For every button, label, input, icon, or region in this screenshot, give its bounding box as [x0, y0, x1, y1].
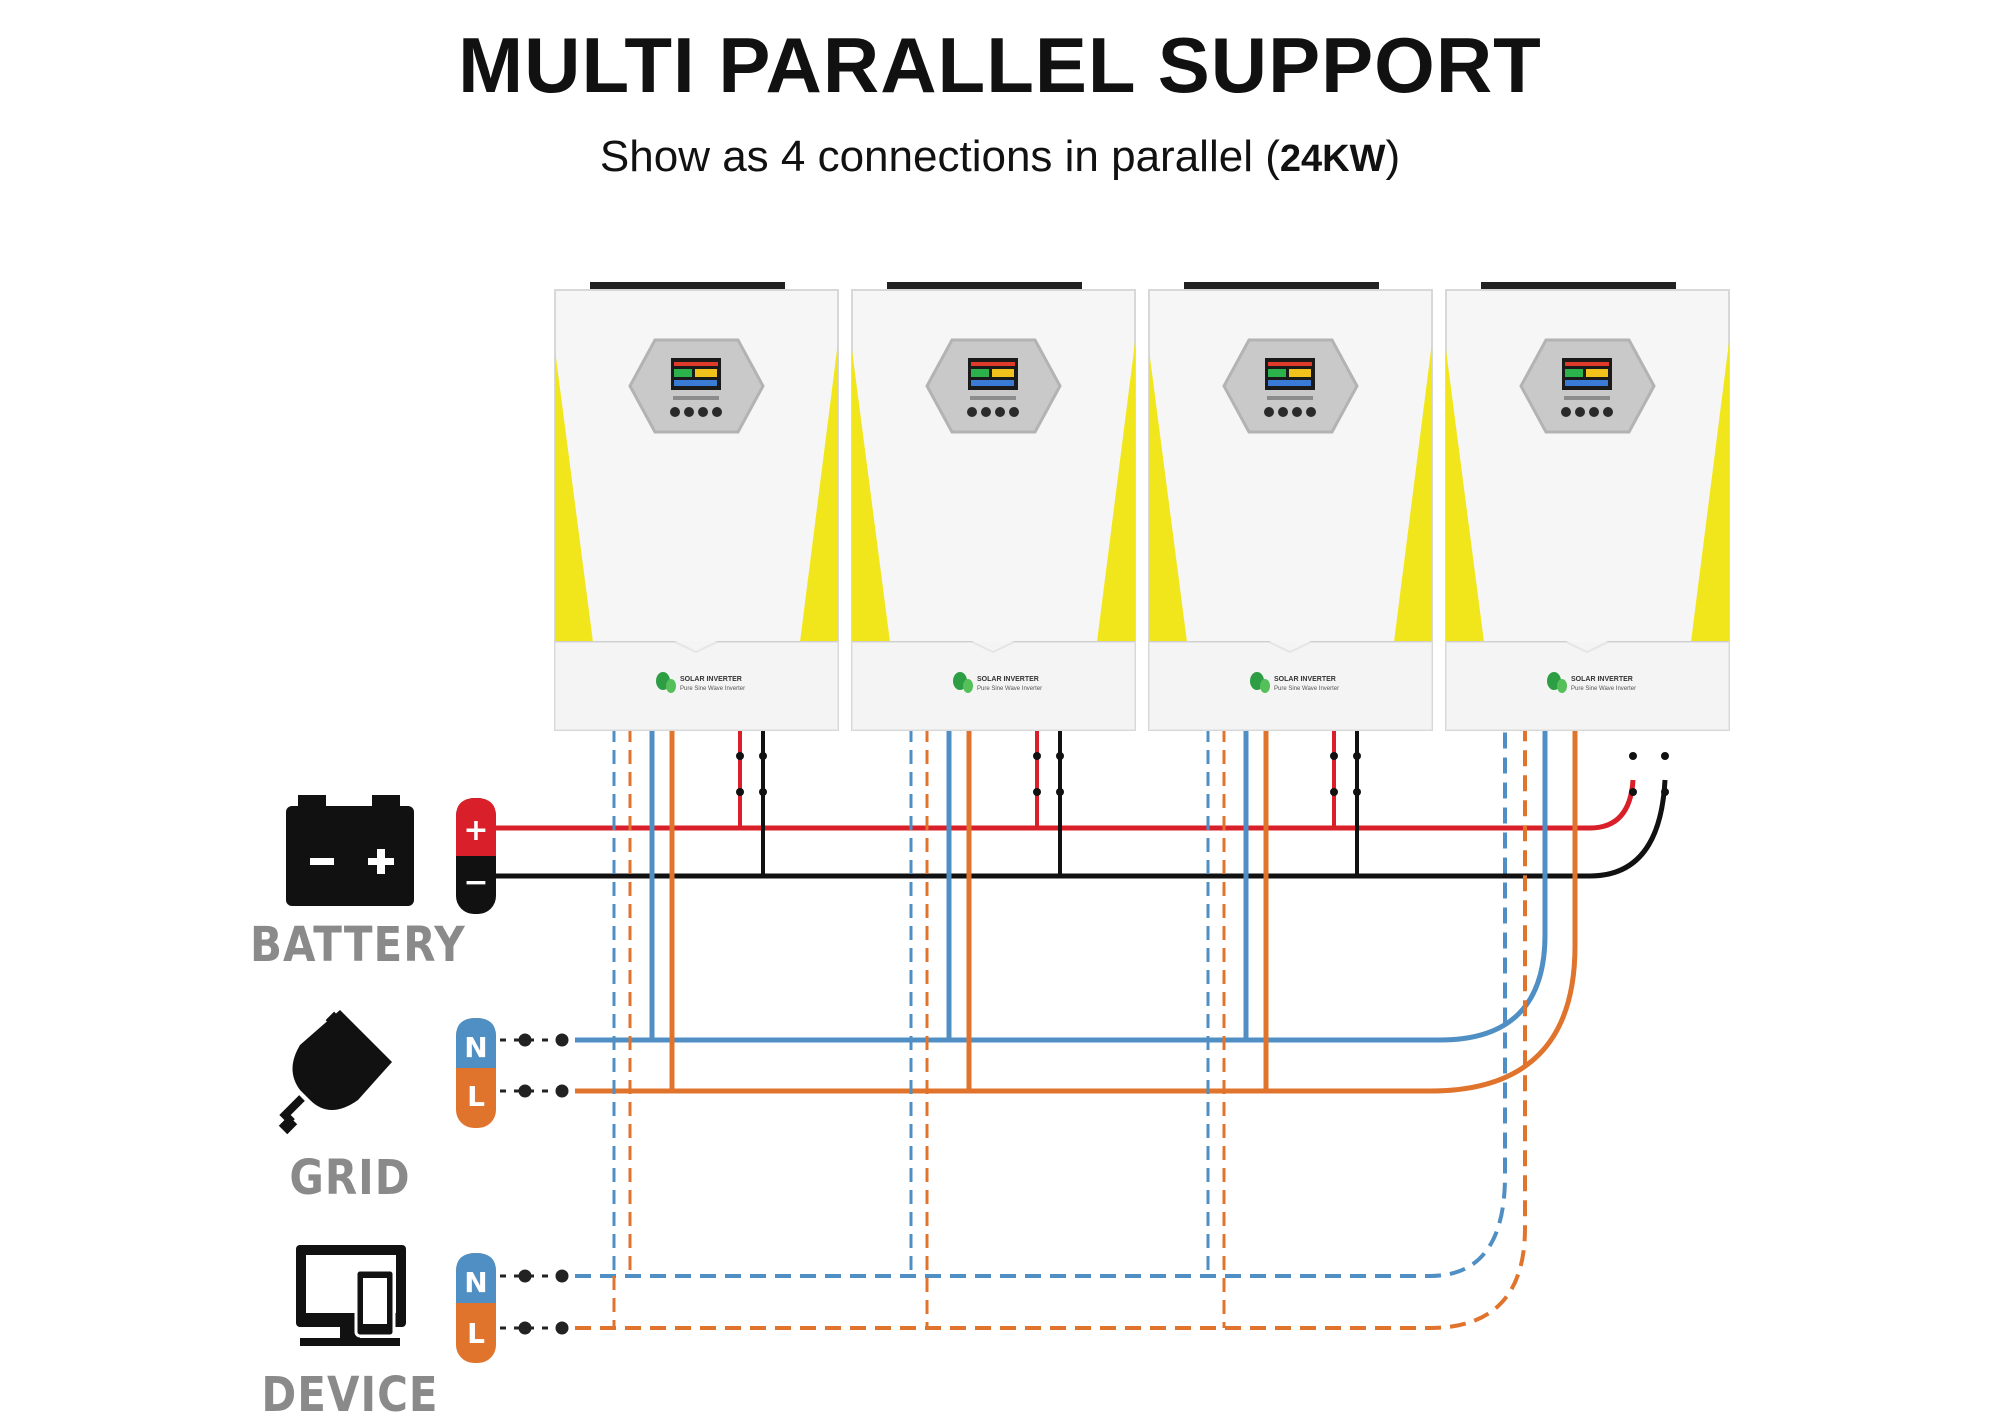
- inverter-brand: SOLAR INVERTER: [680, 676, 742, 683]
- device-neutral-bus: [575, 728, 1507, 1278]
- grid-live-bus: [575, 728, 1578, 1094]
- device-l-label: L: [467, 1317, 485, 1350]
- battery-negative-bus: [480, 779, 1668, 879]
- subtitle-power: 24KW: [1279, 138, 1386, 180]
- terminal-dots: [500, 1033, 569, 1335]
- grid-terminal: N L: [456, 1018, 496, 1128]
- inverter-model: Pure Sine Wave Inverter: [680, 686, 745, 692]
- inverter-1-drops: [612, 728, 765, 1328]
- device-live-bus: [575, 728, 1527, 1330]
- subtitle-text: Show as 4 connections in parallel: [599, 132, 1253, 181]
- grid-neutral-bus: [575, 728, 1548, 1043]
- battery-terminal: + −: [456, 798, 496, 914]
- inverter-brand: SOLAR INVERTER: [977, 676, 1039, 683]
- page-title: MULTI PARALLEL SUPPORT: [458, 21, 1542, 109]
- inverter-1: SOLAR INVERTER Pure Sine Wave Inverter: [553, 280, 840, 732]
- inverter-2-drops: [909, 728, 1062, 1328]
- plug-icon: [278, 1010, 392, 1135]
- wiring: [480, 728, 1669, 1335]
- inverter-4: SOLAR INVERTER Pure Sine Wave Inverter: [1444, 280, 1731, 732]
- inverter-2: SOLAR INVERTER Pure Sine Wave Inverter: [850, 280, 1137, 732]
- device-label: DEVICE: [261, 1366, 439, 1423]
- grid-l-label: L: [467, 1080, 485, 1113]
- device-n-label: N: [464, 1266, 487, 1299]
- inverter-3: SOLAR INVERTER Pure Sine Wave Inverter: [1147, 280, 1434, 732]
- inverter-model: Pure Sine Wave Inverter: [977, 686, 1042, 692]
- device-icon: [296, 1245, 406, 1346]
- inverter-model: Pure Sine Wave Inverter: [1571, 686, 1636, 692]
- grid-label: GRID: [289, 1149, 411, 1206]
- inverter-brand: SOLAR INVERTER: [1274, 676, 1336, 683]
- page-subtitle: Show as 4 connections in parallel (24KW): [599, 132, 1401, 181]
- fuse-dots: [736, 752, 1669, 796]
- grid-n-label: N: [464, 1031, 487, 1064]
- battery-icon: [286, 795, 414, 906]
- battery-minus-label: −: [463, 865, 488, 900]
- device-terminal: N L: [456, 1253, 496, 1363]
- inverter-model: Pure Sine Wave Inverter: [1274, 686, 1339, 692]
- inverter-brand: SOLAR INVERTER: [1571, 676, 1633, 683]
- inverter-3-drops: [1206, 728, 1359, 1328]
- battery-label: BATTERY: [250, 916, 466, 973]
- battery-plus-label: +: [463, 813, 488, 848]
